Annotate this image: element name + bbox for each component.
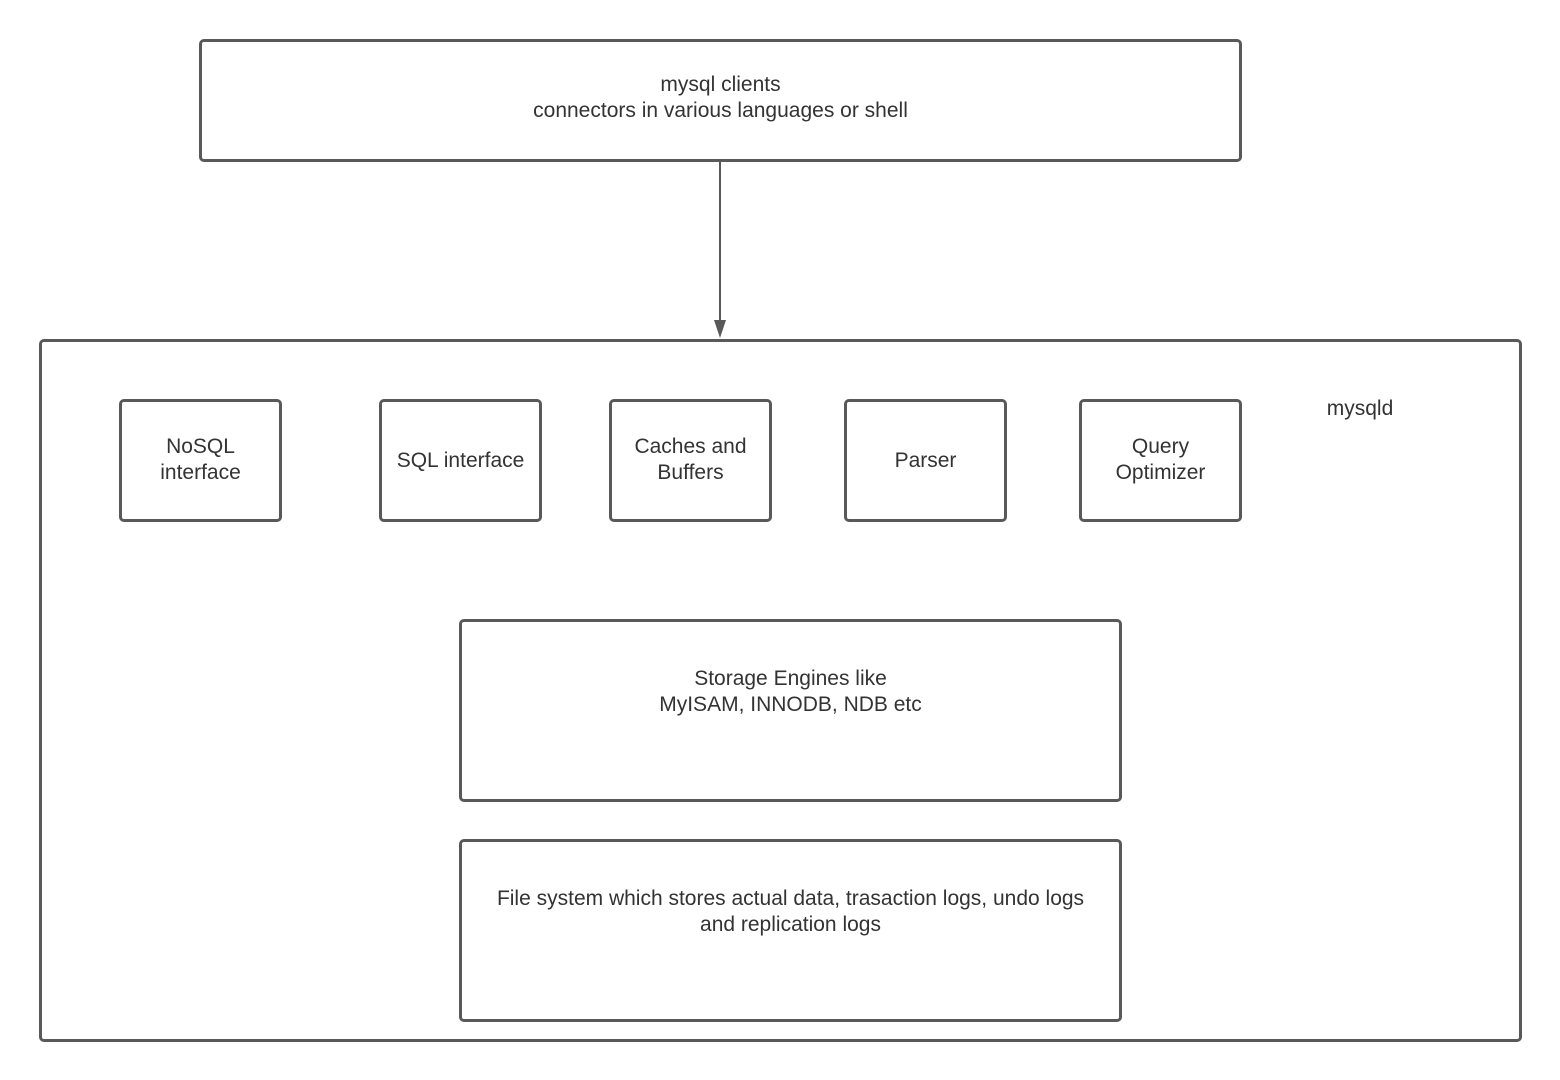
storage-engines-line1: Storage Engines like	[694, 666, 887, 690]
nosql-interface-line1: NoSQL	[166, 434, 235, 458]
storage-engines-box: Storage Engines like MyISAM, INNODB, NDB…	[459, 619, 1122, 802]
file-system-box: File system which stores actual data, tr…	[459, 839, 1122, 1022]
nosql-interface-line2: interface	[160, 460, 241, 484]
sql-interface-label: SQL interface	[396, 448, 525, 472]
parser-label: Parser	[894, 448, 957, 472]
file-system-line1: File system which stores actual data, tr…	[496, 886, 1085, 910]
query-optimizer-box: Query Optimizer	[1079, 399, 1242, 522]
caches-and-buffers-box: Caches and Buffers	[609, 399, 772, 522]
optimizer-line1: Query	[1131, 434, 1190, 458]
arrow-head	[714, 320, 726, 338]
storage-engines-line2: MyISAM, INNODB, NDB etc	[659, 692, 922, 716]
caches-line1: Caches and	[634, 434, 747, 458]
optimizer-line2: Optimizer	[1115, 460, 1206, 484]
mysql-clients-box: mysql clients connectors in various lang…	[199, 39, 1242, 162]
mysql-clients-subtitle: connectors in various languages or shell	[533, 98, 908, 122]
parser-box: Parser	[844, 399, 1007, 522]
file-system-line2: and replication logs	[700, 912, 881, 936]
nosql-interface-box: NoSQL interface	[119, 399, 282, 522]
mysqld-label: mysqld	[1326, 397, 1394, 420]
sql-interface-box: SQL interface	[379, 399, 542, 522]
mysql-clients-title: mysql clients	[660, 72, 781, 96]
caches-line2: Buffers	[657, 460, 724, 484]
